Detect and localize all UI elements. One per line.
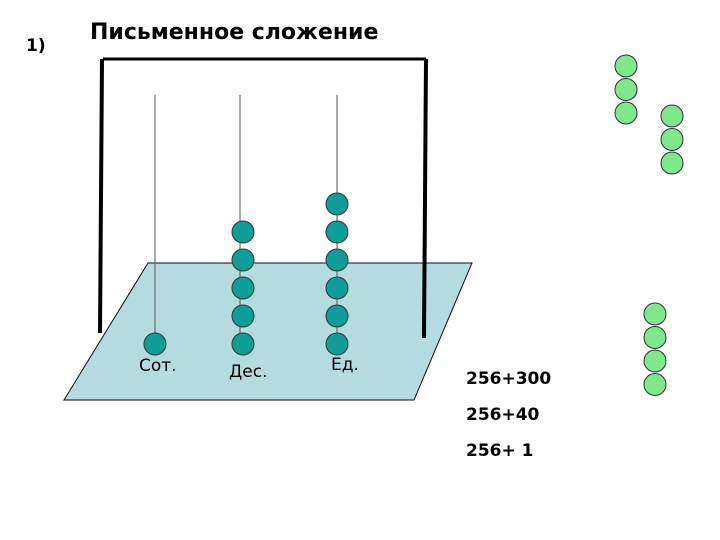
bead-units [325,276,349,300]
abacus-frame [98,57,428,339]
bead-hundreds [143,332,167,356]
expression-add-units: 256+ 1 [466,441,534,461]
loose-bead-top-left [614,101,638,125]
loose-bead-top-left [614,54,638,78]
bead-tens [231,332,255,356]
bead-units [325,332,349,356]
bead-units [325,248,349,272]
loose-bead-bottom [643,326,667,349]
rod-label-tens: Дес. [229,362,268,382]
loose-bead-bottom [643,349,667,373]
loose-bead-top-right [660,151,684,175]
rod-label-units: Ед. [331,355,359,375]
expression-add-hundreds: 256+300 [466,369,552,389]
bead-tens [231,248,255,272]
loose-bead-top-right [660,128,684,151]
loose-bead-bottom [643,373,667,396]
bead-tens [231,276,255,300]
bead-units [325,192,349,216]
bead-tens [231,304,255,328]
loose-bead-bottom [643,302,667,326]
bead-units [325,220,349,244]
loose-bead-top-left [614,78,638,101]
slide-title: Письменное сложение [90,20,379,45]
bead-tens [231,220,255,244]
expression-add-tens: 256+40 [466,405,540,425]
bead-units [325,304,349,328]
slide-number: 1) [26,36,46,56]
abacus-base-plane [63,262,473,401]
loose-bead-top-right [660,104,684,128]
rod-label-hundreds: Сот. [139,356,177,376]
